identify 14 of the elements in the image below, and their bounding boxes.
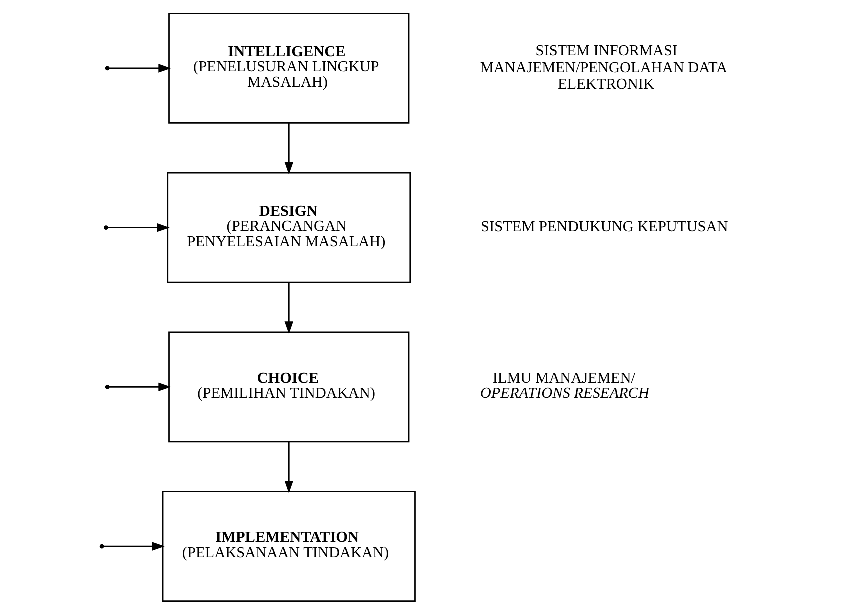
arrow	[104, 542, 165, 551]
node-box: INTELLIGENCE (PENELUSURAN LINGKUP MASALAH)	[168, 13, 410, 124]
label: SISTEM INFORMASI MANAJEMEN/PENGOLAHAN DATA ELEKTRONIK	[480, 42, 728, 93]
arrow	[109, 382, 172, 392]
node-box: CHOICE (PEMILIHAN TINDAKAN)	[168, 332, 410, 443]
label: SISTEM PENDUKUNG KEPUTUSAN	[481, 218, 728, 236]
arrow	[108, 223, 170, 232]
label: ILMU MANAJEMEN/ OPERATIONS RESEARCH	[480, 370, 650, 402]
arrow	[284, 282, 294, 334]
node-box: IMPLEMENTATION (PELAKSANAAN TINDAKAN)	[162, 491, 416, 602]
arrow	[109, 64, 172, 73]
node-box: DESIGN (PERANCANGAN PENYELESAIAN MASALAH)	[167, 172, 412, 284]
arrow	[284, 442, 294, 494]
arrow	[284, 123, 294, 175]
